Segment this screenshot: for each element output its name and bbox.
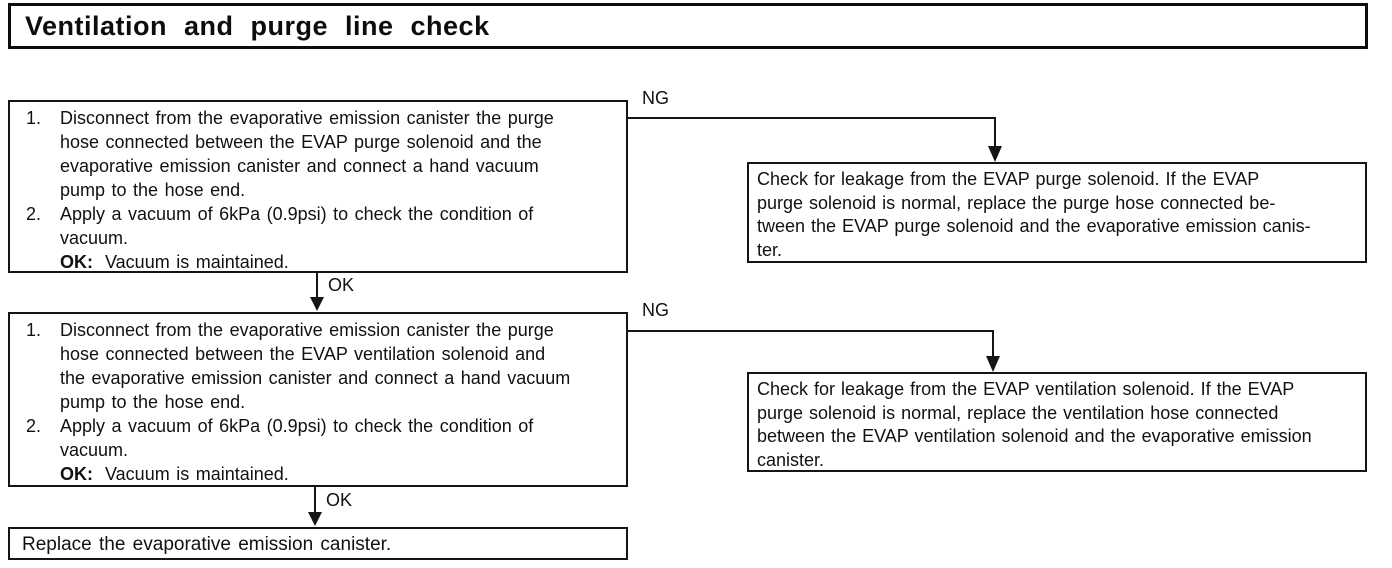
item-text: Disconnect from the evaporative emission… [60,320,571,412]
ok-condition-label: OK: [60,252,93,272]
ng-result1-text: Check for leakage from the EVAP purge so… [757,169,1311,260]
final-result-box: Replace the evaporative emission caniste… [8,527,628,560]
item-text: Apply a vacuum of 6kPa (0.9psi) to check… [60,204,534,248]
ng2-arrowhead-icon [986,356,1000,372]
item-text: Disconnect from the evaporative emission… [60,108,554,200]
list-item: 1. Disconnect from the evaporative emiss… [26,318,618,414]
step1-purge-line-check-box: 1. Disconnect from the evaporative emiss… [8,100,628,273]
item-number: 1. [26,320,42,340]
ok-condition-value: Vacuum is maintained. [105,464,289,484]
ng1-label: NG [640,88,671,108]
list-item: 1. Disconnect from the evaporative emiss… [26,106,618,202]
final-result-text: Replace the evaporative emission caniste… [22,534,392,555]
ng2-connector-line [628,330,994,356]
ng2-label: NG [640,300,671,320]
ng-result2-box: Check for leakage from the EVAP ventilat… [747,372,1367,472]
item-number: 2. [26,204,42,224]
ok-condition-row: OK: Vacuum is maintained. [26,250,618,274]
list-item: 2. Apply a vacuum of 6kPa (0.9psi) to ch… [26,414,618,462]
item-number: 1. [26,108,42,128]
ok-condition-text: OK: Vacuum is maintained. [60,250,618,274]
ok1-label: OK [326,275,357,295]
ng1-connector-line [628,117,996,146]
ok1-arrowhead-icon [310,297,324,311]
ng-result1-box: Check for leakage from the EVAP purge so… [747,162,1367,263]
item-text: Apply a vacuum of 6kPa (0.9psi) to check… [60,416,534,460]
ng1-arrowhead-icon [988,146,1002,162]
list-item: 2. Apply a vacuum of 6kPa (0.9psi) to ch… [26,202,618,250]
title-box: Ventilation and purge line check [8,3,1368,49]
step2-ventilation-line-check-box: 1. Disconnect from the evaporative emiss… [8,312,628,487]
ok-condition-row: OK: Vacuum is maintained. [26,462,618,486]
ok-condition-value: Vacuum is maintained. [105,252,289,272]
ok-condition-text: OK: Vacuum is maintained. [60,462,618,486]
item-number: 2. [26,416,42,436]
page-title: Ventilation and purge line check [25,10,490,41]
ng-result2-text: Check for leakage from the EVAP ventilat… [757,379,1312,470]
ok2-label: OK [324,490,355,510]
ok-condition-label: OK: [60,464,93,484]
ok2-arrowhead-icon [308,512,322,526]
